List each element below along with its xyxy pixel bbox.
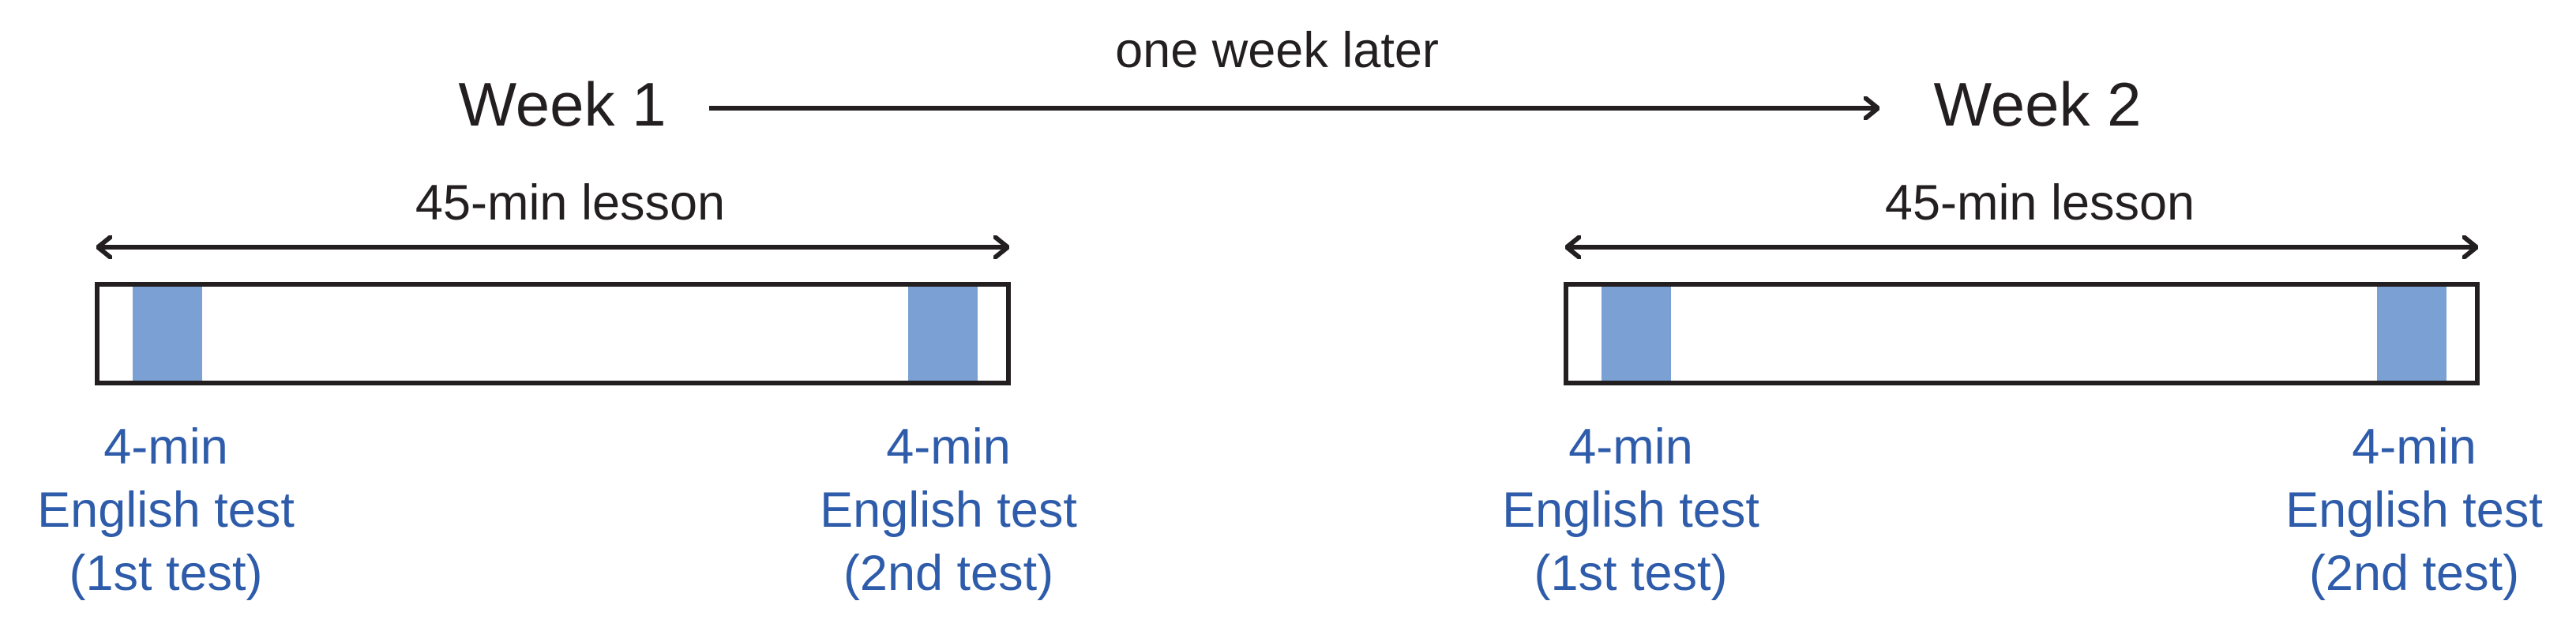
test-label-line-3: (2nd test) — [843, 546, 1053, 601]
week-2-test-1-label: 4-min English test (1st test) — [1502, 419, 1759, 601]
test-label-line-2: English test — [37, 483, 295, 538]
week-2-test-2-block — [2377, 287, 2446, 381]
timeline-gap-label: one week later — [1115, 23, 1439, 78]
week-1-title: Week 1 — [458, 69, 666, 139]
test-label-line-3: (1st test) — [1534, 546, 1727, 601]
test-label-line-1: 4-min — [103, 419, 228, 475]
week-1-lesson-bar — [95, 282, 1011, 385]
week-2-test-1-block — [1602, 287, 1671, 381]
week-1-lesson-label: 45-min lesson — [415, 175, 725, 231]
test-label-line-2: English test — [1502, 483, 1759, 538]
week-1-test-2-block — [908, 287, 978, 381]
week-1-test-2-label: 4-min English test (2nd test) — [820, 419, 1077, 601]
test-label-line-3: (1st test) — [69, 546, 262, 601]
test-label-line-2: English test — [820, 483, 1077, 538]
week-1-test-1-label: 4-min English test (1st test) — [37, 419, 295, 601]
week-2-test-2-label: 4-min English test (2nd test) — [2285, 419, 2543, 601]
test-label-line-1: 4-min — [1568, 419, 1693, 475]
week-2-lesson-label: 45-min lesson — [1885, 175, 2195, 231]
week-2-lesson: 45-min lesson — [1564, 175, 2480, 385]
test-label-line-2: English test — [2285, 483, 2543, 538]
test-label-line-3: (2nd test) — [2309, 546, 2519, 601]
week-2-lesson-bar — [1564, 282, 2480, 385]
timeline: Week 1 one week later Week 2 — [458, 23, 2141, 139]
test-label-line-1: 4-min — [886, 419, 1011, 475]
week-2-title: Week 2 — [1933, 69, 2141, 139]
week-1-test-1-block — [133, 287, 202, 381]
test-label-line-1: 4-min — [2352, 419, 2476, 475]
week-1-lesson: 45-min lesson — [95, 175, 1011, 385]
